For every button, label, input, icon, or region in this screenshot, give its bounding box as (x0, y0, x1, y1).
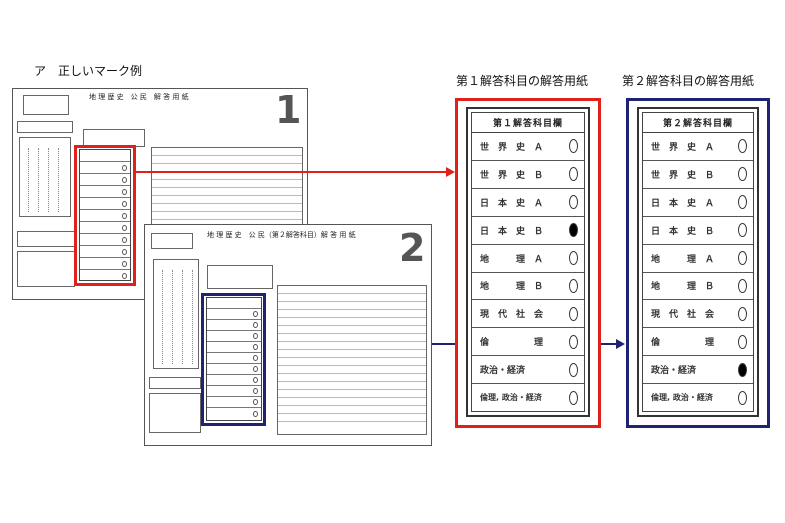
empty-mark-bubble[interactable] (569, 334, 578, 349)
first-arrow-line (136, 171, 447, 173)
empty-mark-bubble[interactable] (738, 251, 747, 266)
instructions-text (143, 109, 263, 135)
empty-mark-bubble[interactable] (569, 390, 578, 405)
instructions-text (265, 245, 405, 273)
first-subject-label: 地 理 Ｂ (480, 282, 544, 293)
empty-mark-bubble[interactable] (738, 167, 747, 182)
sheet-1-title: 地 理 歴 史 公 民 解 答 用 紙 (89, 93, 189, 101)
second-subject-label: 倫理, 政治・経済 (651, 393, 713, 403)
second-subject-header: 第２解答科目欄 (643, 113, 753, 133)
first-subject-row: 政治・経済 (472, 356, 584, 385)
empty-mark-bubble[interactable] (569, 306, 578, 321)
second-subject-label: 世 界 史 Ａ (651, 142, 715, 153)
answer-sheet-2-thumbnail: 地 理 歴 史 公 民（第２解答科目）解 答 用 紙 2 (144, 224, 432, 446)
empty-mark-bubble[interactable] (569, 251, 578, 266)
first-subject-row: 日 本 史 Ａ (472, 189, 584, 217)
second-subject-highlight (201, 293, 266, 426)
second-subject-label: 政治・経済 (651, 366, 697, 377)
second-subject-label: 地 理 Ａ (651, 254, 715, 265)
answer-grid (277, 285, 427, 435)
first-subject-header: 第１解答科目欄 (472, 113, 584, 133)
second-subject-row: 倫理, 政治・経済 (643, 384, 753, 411)
empty-mark-bubble[interactable] (569, 278, 578, 293)
second-subject-row: 現 代 社 会 (643, 300, 753, 329)
second-subject-row: 地 理 Ｂ (643, 273, 753, 301)
second-subject-panel-frame: 第２解答科目欄 世 界 史 Ａ 世 界 史 Ｂ 日 本 史 Ａ 日 本 史 Ｂ 地 理 … (626, 98, 770, 428)
empty-mark-bubble[interactable] (738, 306, 747, 321)
empty-mark-bubble[interactable] (738, 334, 747, 349)
first-subject-row: 現 代 社 会 (472, 300, 584, 329)
sheet-2-title: 地 理 歴 史 公 民（第２解答科目）解 答 用 紙 (207, 231, 356, 239)
second-arrow-line (266, 343, 616, 345)
first-subject-row: 世 界 史 Ｂ (472, 161, 584, 189)
empty-mark-bubble[interactable] (738, 223, 747, 238)
first-subject-label: 倫 理 (480, 338, 544, 349)
first-subject-row: 倫理, 政治・経済 (472, 384, 584, 411)
notice-box (17, 121, 73, 133)
second-subject-label: 日 本 史 Ｂ (651, 226, 715, 237)
empty-mark-bubble[interactable] (738, 195, 747, 210)
empty-mark-bubble[interactable] (569, 195, 578, 210)
first-subject-row: 地 理 Ａ (472, 245, 584, 273)
first-subject-label: 政治・経済 (480, 366, 526, 377)
exam-number-block (19, 137, 71, 217)
seal-box (23, 95, 69, 115)
first-subject-label: 世 界 史 Ａ (480, 142, 544, 153)
sheet-1-subject-panel (79, 149, 131, 281)
second-subject-row: 政治・経済 (643, 356, 753, 385)
empty-mark-bubble[interactable] (738, 139, 747, 154)
first-subject-label: 世 界 史 Ｂ (480, 170, 544, 181)
second-subject-row: 倫 理 (643, 328, 753, 357)
second-subject-answer-panel: 第２解答科目欄 世 界 史 Ａ 世 界 史 Ｂ 日 本 史 Ａ 日 本 史 Ｂ 地 理 … (637, 107, 759, 417)
test-name-box (149, 377, 201, 389)
sheet-2-subject-panel (206, 297, 262, 421)
first-subject-panel-frame: 第１解答科目欄 世 界 史 Ａ 世 界 史 Ｂ 日 本 史 Ａ 日 本 史 Ｂ 地 理 … (455, 98, 601, 428)
seal-box (151, 233, 193, 249)
empty-mark-bubble[interactable] (738, 390, 747, 405)
second-subject-label: 日 本 史 Ａ (651, 198, 715, 209)
filled-mark-bubble[interactable] (569, 223, 578, 238)
first-subject-row: 日 本 史 Ｂ (472, 217, 584, 245)
second-subject-row: 地 理 Ａ (643, 245, 753, 273)
name-box (149, 393, 201, 433)
empty-mark-bubble[interactable] (569, 167, 578, 182)
second-subject-row: 日 本 史 Ｂ (643, 217, 753, 245)
first-subject-label: 現 代 社 会 (480, 310, 544, 321)
sheet-2-number: 2 (399, 226, 426, 270)
first-subject-highlight (74, 145, 136, 286)
test-name-box (17, 231, 75, 247)
first-subject-row: 地 理 Ｂ (472, 273, 584, 301)
instruction-box (207, 265, 273, 289)
exam-number-block (153, 259, 199, 369)
first-arrow-head (446, 167, 455, 177)
second-sheet-heading: 第２解答科目の解答用紙 (622, 74, 755, 88)
first-subject-row: 世 界 史 Ａ (472, 133, 584, 161)
first-subject-answer-panel: 第１解答科目欄 世 界 史 Ａ 世 界 史 Ｂ 日 本 史 Ａ 日 本 史 Ｂ 地 理 … (466, 107, 590, 417)
second-subject-label: 倫 理 (651, 338, 715, 349)
second-subject-label: 地 理 Ｂ (651, 282, 715, 293)
first-subject-row: 倫 理 (472, 328, 584, 357)
empty-mark-bubble[interactable] (738, 278, 747, 293)
first-subject-label: 地 理 Ａ (480, 254, 544, 265)
sheet-1-number: 1 (275, 88, 302, 132)
first-subject-label: 日 本 史 Ａ (480, 198, 544, 209)
second-subject-row: 世 界 史 Ｂ (643, 161, 753, 189)
empty-mark-bubble[interactable] (569, 139, 578, 154)
correct-mark-example-heading: ア 正しいマーク例 (34, 64, 143, 78)
second-subject-row: 世 界 史 Ａ (643, 133, 753, 161)
second-arrow-head (616, 339, 625, 349)
name-box (17, 251, 75, 287)
filled-mark-bubble[interactable] (738, 362, 747, 377)
empty-mark-bubble[interactable] (569, 362, 578, 377)
second-subject-label: 現 代 社 会 (651, 310, 715, 321)
second-subject-label: 世 界 史 Ｂ (651, 170, 715, 181)
first-sheet-heading: 第１解答科目の解答用紙 (456, 74, 589, 88)
first-subject-label: 倫理, 政治・経済 (480, 393, 542, 403)
second-subject-row: 日 本 史 Ａ (643, 189, 753, 217)
first-subject-label: 日 本 史 Ｂ (480, 226, 544, 237)
